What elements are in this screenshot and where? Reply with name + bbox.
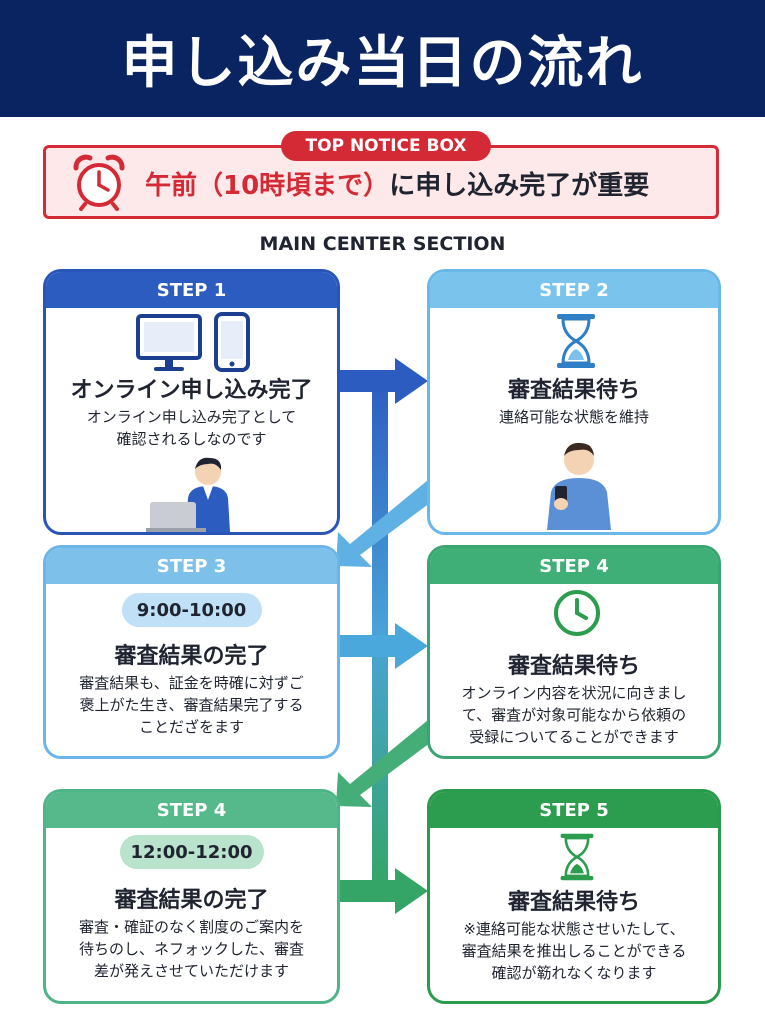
step-title: 審査結果待ち	[507, 890, 640, 915]
desc-line: ※連絡可能な状態させいたして、	[463, 920, 685, 938]
step-card-1: STEP 1 オンライン申し込み完了 オンライン申し込み完了として 確認されるし…	[43, 269, 340, 535]
page-title: 申し込み当日の流れ	[121, 31, 644, 96]
desc-line: 確認されるしなのです	[116, 430, 267, 448]
step-title: 審査結果の完了	[114, 888, 269, 913]
step-description: 審査結果も、証金を時確に対ずご 褒上がた生き、審査結果完了する ことだざをます	[46, 672, 337, 738]
desc-line: 差が発えさせていただけます	[93, 962, 289, 980]
notice-tag: TOP NOTICE BOX	[281, 131, 491, 161]
step-card-6: STEP 5 審査結果待ち ※連絡可能な状態させいたして、 審査結果を推出しるこ…	[427, 789, 721, 1004]
center-flow-line	[372, 378, 388, 890]
step-title: 審査結果の完了	[114, 644, 269, 669]
desc-line: 審査結果を推出しることができる	[461, 942, 687, 960]
step-title: オンライン申し込み完了	[70, 378, 313, 403]
arrow-step4b-to-step5	[340, 868, 428, 914]
desc-line: ことだざをます	[138, 718, 244, 736]
arrow-step1-to-step2	[340, 358, 428, 404]
step-label: STEP 5	[430, 792, 718, 828]
monitor-icon	[136, 314, 202, 371]
step-label: STEP 1	[46, 272, 337, 308]
arrow-step3-to-step4	[340, 623, 428, 669]
desc-line: 褒上がた生き、審査結果完了する	[79, 696, 304, 714]
step-description: 審査・確証のなく割度のご案内を 待ちのし、ネフォックした、審査 差が発えさせてい…	[46, 916, 337, 982]
step-description: ※連絡可能な状態させいたして、 審査結果を推出しることができる 確認が簕れなくな…	[430, 918, 718, 984]
desc-line: て、審査が対象可能なから依頼の	[461, 706, 687, 724]
step-description: オンライン申し込み完了として 確認されるしなのです	[46, 406, 337, 450]
hourglass-icon	[560, 833, 594, 881]
smartphone-icon	[214, 312, 250, 372]
hourglass-icon	[557, 314, 595, 368]
time-badge: 9:00-10:00	[121, 593, 262, 627]
desc-line: 連絡可能な状態を維持	[498, 408, 649, 426]
step-label: STEP 2	[430, 272, 718, 308]
time-badge: 12:00-12:00	[119, 835, 264, 869]
desc-line: 審査・確証のなく割度のご案内を	[78, 918, 304, 936]
step-description: オンライン内容を状況に向きまし て、審査が対象可能なから依頼の 受録についてるこ…	[430, 682, 718, 748]
notice-rest: に申し込み完了が重要	[389, 171, 650, 201]
step-title: 審査結果待ち	[507, 654, 640, 679]
step-label: STEP 4	[430, 548, 718, 584]
step-card-4: STEP 4 審査結果待ち オンライン内容を状況に向きまし て、審査が対象可能な…	[427, 545, 721, 759]
step-card-3: STEP 3 9:00-10:00 審査結果の完了 審査結果も、証金を時確に対ず…	[43, 545, 340, 759]
step-label: STEP 3	[46, 548, 337, 584]
page-header: 申し込み当日の流れ	[0, 0, 765, 117]
step-card-5: STEP 4 12:00-12:00 審査結果の完了 審査・確証のなく割度のご案…	[43, 789, 340, 1004]
clock-icon	[554, 590, 600, 636]
step-description: 連絡可能な状態を維持	[430, 406, 718, 428]
desc-line: オンライン内容を状況に向きまし	[461, 684, 687, 702]
step-label: STEP 4	[46, 792, 337, 828]
alarm-clock-icon	[73, 154, 125, 211]
desc-line: 確認が簕れなくなります	[491, 964, 657, 982]
step-title: 審査結果待ち	[507, 378, 640, 403]
section-label: MAIN CENTER SECTION	[259, 233, 506, 255]
person-with-phone-icon	[547, 442, 611, 530]
notice-text: 午前（10時頃まで）に申し込み完了が重要	[145, 165, 649, 202]
desc-line: 待ちのし、ネフォックした、審査	[78, 940, 304, 958]
desc-line: 受録についてることができます	[469, 728, 679, 746]
notice-highlight: 午前（10時頃まで）	[145, 171, 390, 201]
step-card-2: STEP 2 審査結果待ち 連絡可能な状態を維持	[427, 269, 721, 535]
person-with-laptop-icon	[146, 457, 230, 532]
desc-line: オンライン申し込み完了として	[86, 408, 297, 426]
desc-line: 審査結果も、証金を時確に対ずご	[79, 674, 304, 692]
